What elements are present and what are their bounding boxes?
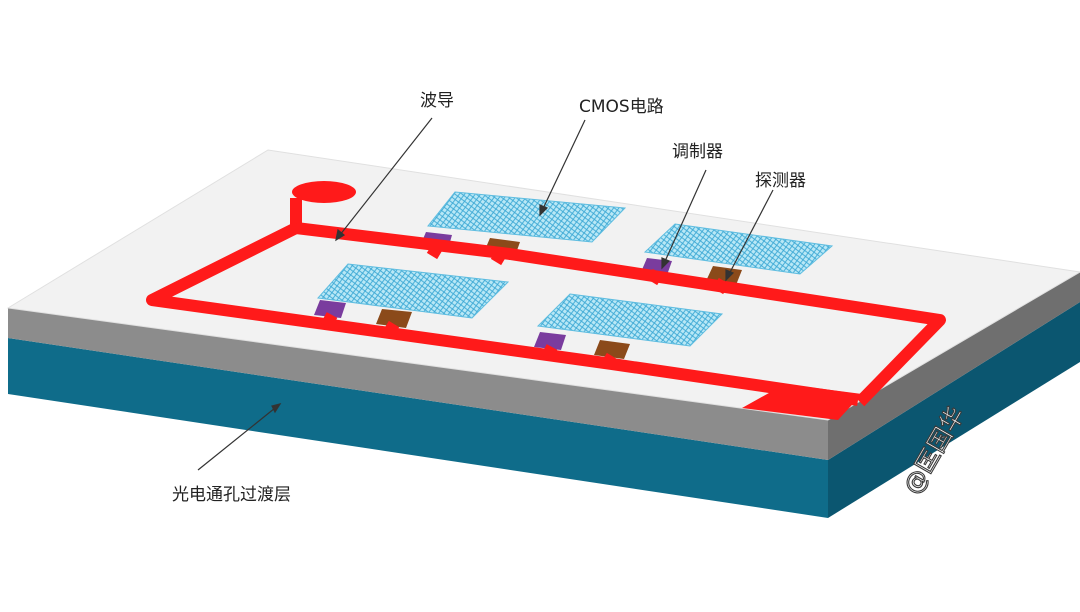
waveguide-input-pad: [292, 181, 356, 203]
detector: [594, 340, 630, 359]
waveguide-branch: [646, 268, 664, 286]
label-detector: 探测器: [755, 171, 806, 191]
top-layer-side-face: [828, 272, 1080, 460]
arrow-head: [725, 269, 735, 282]
label-via-layer: 光电通孔过渡层: [172, 485, 291, 505]
waveguide-branch: [712, 277, 730, 295]
waveguide-branch: [600, 352, 618, 370]
leader-waveguide: [335, 117, 433, 241]
waveguide-lower-bus: [146, 222, 859, 406]
cmos-block: [317, 263, 510, 319]
arrow-head: [661, 257, 671, 270]
waveguide-branch: [490, 248, 508, 266]
waveguide-branch: [426, 242, 444, 260]
waveguide-branch: [540, 344, 558, 361]
cmos-block: [536, 293, 724, 347]
leader-modulator: [661, 169, 707, 269]
base-side-face: [828, 302, 1080, 518]
waveguide-branch: [382, 320, 400, 338]
waveguide-branch: [320, 312, 338, 329]
cmos-blocks: [317, 191, 834, 347]
chip-slab: [6, 149, 1080, 518]
label-cmos-circuit: CMOS电路: [579, 97, 664, 117]
arrow-head: [271, 403, 282, 414]
label-modulator: 调制器: [672, 142, 723, 162]
modulator: [534, 332, 566, 350]
leader-detector: [725, 189, 774, 281]
leader-lines: [197, 117, 774, 471]
top-layer-front-face: [8, 308, 828, 460]
cmos-block: [643, 223, 834, 275]
top-surface: [6, 149, 1080, 421]
cmos-block: [427, 191, 627, 243]
leader-cmos: [539, 119, 586, 216]
detector: [376, 309, 412, 328]
leader-via-layer: [197, 403, 281, 471]
waveguide-output-pad: [742, 384, 862, 420]
waveguide-network: [146, 198, 946, 407]
base-front-face: [8, 338, 828, 518]
arrow-head: [539, 204, 549, 217]
label-waveguide: 波导: [420, 91, 454, 111]
modulator: [314, 300, 346, 318]
arrow-head: [335, 228, 346, 242]
